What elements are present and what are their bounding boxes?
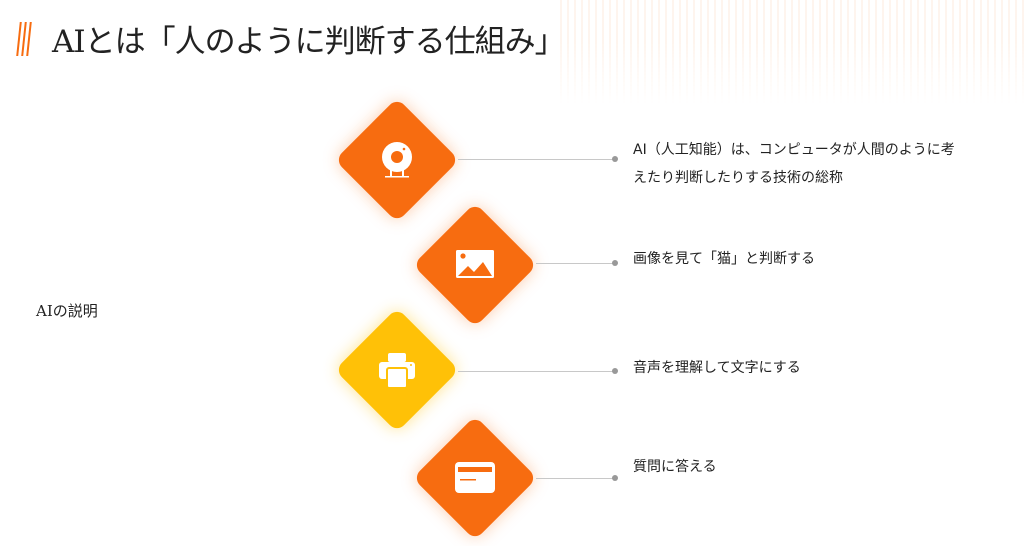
connector-line-1 bbox=[458, 159, 615, 160]
header-stripe-decoration bbox=[560, 0, 1024, 105]
item-2-text: 画像を見て「猫」と判断する bbox=[633, 251, 815, 267]
connector-dot-1 bbox=[612, 156, 618, 162]
item-4-text: 質問に答える bbox=[633, 459, 717, 475]
item-3-text: 音声を理解して文字にする bbox=[633, 360, 801, 376]
connector-line-3 bbox=[458, 371, 615, 372]
connector-line-2 bbox=[536, 263, 616, 264]
image-icon bbox=[455, 245, 495, 285]
page-title: AIとは「人のように判断する仕組み」 bbox=[52, 24, 566, 60]
connector-dot-2 bbox=[612, 260, 618, 266]
item-1-text: AI（人工知能）は、コンピュータが人間のように考えたり判断したりする技術の総称 bbox=[633, 142, 955, 186]
connector-dot-3 bbox=[612, 368, 618, 374]
card-icon bbox=[455, 458, 495, 498]
connector-line-4 bbox=[536, 478, 616, 479]
printer-icon bbox=[377, 350, 417, 390]
side-label: AIの説明 bbox=[36, 302, 98, 320]
connector-dot-4 bbox=[612, 475, 618, 481]
title-accent-bars bbox=[16, 22, 34, 58]
webcam-icon bbox=[377, 140, 417, 180]
